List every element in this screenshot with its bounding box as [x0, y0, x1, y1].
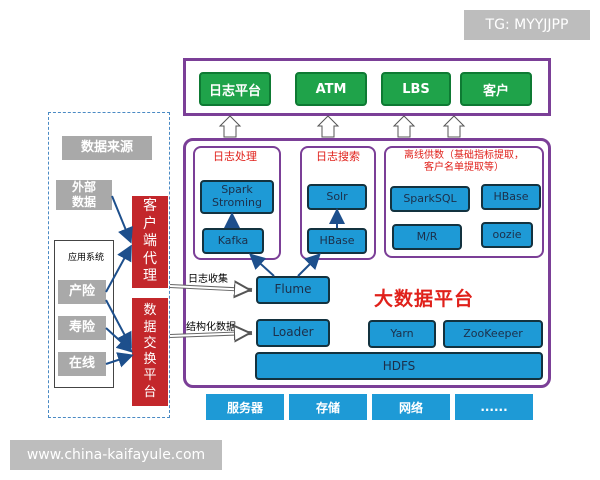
- app-lbs: LBS: [381, 72, 451, 106]
- node-solr: Solr: [307, 184, 367, 210]
- node-mapreduce: M/R: [392, 224, 462, 250]
- node-hbase-offline: HBase: [481, 184, 541, 210]
- app-system-life: 寿险: [58, 316, 106, 340]
- up-arrow-2: [316, 115, 340, 138]
- node-loader: Loader: [256, 319, 330, 347]
- group-log-processing-title: 日志处理: [213, 150, 257, 163]
- app-system-property: 产险: [58, 280, 106, 304]
- node-hdfs: HDFS: [255, 352, 543, 380]
- group-log-search-title: 日志搜索: [316, 150, 360, 163]
- app-customer: 客户: [460, 72, 532, 106]
- up-arrow-1: [218, 115, 242, 138]
- app-system-online: 在线: [58, 352, 106, 376]
- infra-servers: 服务器: [206, 394, 284, 420]
- node-spark-streaming: Spark Stroming: [200, 180, 274, 214]
- node-zookeeper: ZooKeeper: [443, 320, 543, 348]
- client-proxy: 客 户 端 代 理: [132, 196, 168, 288]
- node-yarn: Yarn: [368, 320, 436, 348]
- up-arrow-4: [442, 115, 466, 138]
- node-flume: Flume: [256, 276, 330, 304]
- watermark-top: TG: MYYJJPP: [464, 10, 590, 40]
- data-source-title: 数据来源: [62, 136, 152, 160]
- edge-label-log-collect: 日志收集: [188, 274, 228, 285]
- node-sparksql: SparkSQL: [390, 186, 470, 212]
- infra-more: ......: [455, 394, 533, 420]
- up-arrow-3: [392, 115, 416, 138]
- node-kafka: Kafka: [202, 228, 264, 254]
- app-system-label: 应用系统: [67, 253, 104, 263]
- data-exchange-platform: 数 据 交 换 平 台: [132, 298, 168, 406]
- group-offline-data-title: 离线供数（基础指标提取， 客户名单提取等）: [404, 150, 524, 173]
- app-log-platform: 日志平台: [199, 72, 271, 106]
- watermark-bottom: www.china-kaifayule.com: [10, 440, 222, 470]
- app-atm: ATM: [295, 72, 367, 106]
- edge-label-structured: 结构化数据: [186, 322, 236, 333]
- node-oozie: oozie: [481, 222, 533, 248]
- infra-network: 网络: [372, 394, 450, 420]
- node-hbase-search: HBase: [307, 228, 367, 254]
- external-data: 外部 数据: [56, 180, 112, 210]
- platform-title: 大数据平台: [374, 288, 475, 310]
- infra-storage: 存储: [289, 394, 367, 420]
